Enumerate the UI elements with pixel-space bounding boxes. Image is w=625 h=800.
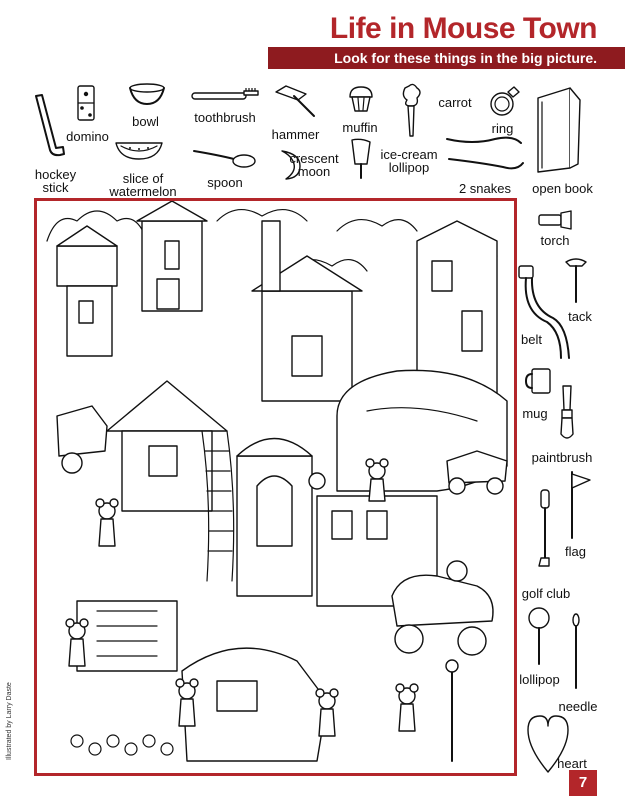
spoon-icon xyxy=(193,150,256,168)
label-domino: domino xyxy=(66,129,109,144)
label-muffin: muffin xyxy=(342,120,378,135)
toothbrush-icon xyxy=(191,88,259,100)
label-2-snakes: 2 snakes xyxy=(458,181,512,196)
mug-icon xyxy=(525,368,551,394)
carrot-icon xyxy=(402,83,421,137)
hammer-icon xyxy=(275,85,315,117)
ice-cream-lollipop-icon xyxy=(351,138,371,179)
label-carrot: carrot xyxy=(438,95,472,110)
illustrator-credit: Illustrated by Larry Daste xyxy=(6,682,13,760)
page-title: Life in Mouse Town xyxy=(329,12,598,45)
hockey-stick-icon xyxy=(35,94,65,157)
instruction-banner: Look for these things in the big picture… xyxy=(268,47,625,69)
belt-icon xyxy=(518,265,570,359)
label-hockey-stick: hockey stick xyxy=(34,167,77,195)
label-open-book: open book xyxy=(532,181,593,196)
bowl-icon xyxy=(129,83,165,105)
label-hammer: hammer xyxy=(271,127,320,142)
label-spoon: spoon xyxy=(207,175,243,190)
label-tack: tack xyxy=(568,309,592,324)
label-ice-cream-lollipop: ice-cream lollipop xyxy=(380,147,438,175)
label-golf-club: golf club xyxy=(521,586,571,601)
label-mug: mug xyxy=(522,406,548,421)
lollipop-icon xyxy=(528,607,550,665)
label-toothbrush: toothbrush xyxy=(194,110,256,125)
domino-icon xyxy=(77,85,95,121)
label-paintbrush: paintbrush xyxy=(531,450,593,465)
crescent-moon-icon xyxy=(281,150,301,180)
label-ring: ring xyxy=(491,121,514,136)
label-crescent-moon: crescent moon xyxy=(289,151,339,179)
needle-icon xyxy=(572,613,580,689)
label-lollipop: lollipop xyxy=(519,672,560,687)
golf-club-icon xyxy=(538,489,550,567)
ring-icon xyxy=(490,86,520,116)
watermelon-slice-icon xyxy=(115,142,163,160)
heart-icon xyxy=(527,715,569,773)
hidden-picture-scene[interactable] xyxy=(34,198,517,776)
flag-icon xyxy=(571,471,591,539)
label-bowl: bowl xyxy=(132,114,159,129)
label-torch: torch xyxy=(540,233,570,248)
label-flag: flag xyxy=(565,544,586,559)
tack-icon xyxy=(565,258,587,303)
label-slice-of-watermelon: slice of watermelon xyxy=(109,171,177,199)
two-snakes-icon xyxy=(446,136,524,170)
label-needle: needle xyxy=(558,699,598,714)
mouse-town-illustration xyxy=(46,201,508,762)
label-heart: heart xyxy=(557,756,587,771)
open-book-icon xyxy=(537,87,581,173)
muffin-icon xyxy=(349,86,373,112)
torch-icon xyxy=(538,210,572,230)
label-belt: belt xyxy=(521,332,542,347)
page-number: 7 xyxy=(569,770,597,796)
paintbrush-icon xyxy=(560,385,574,439)
